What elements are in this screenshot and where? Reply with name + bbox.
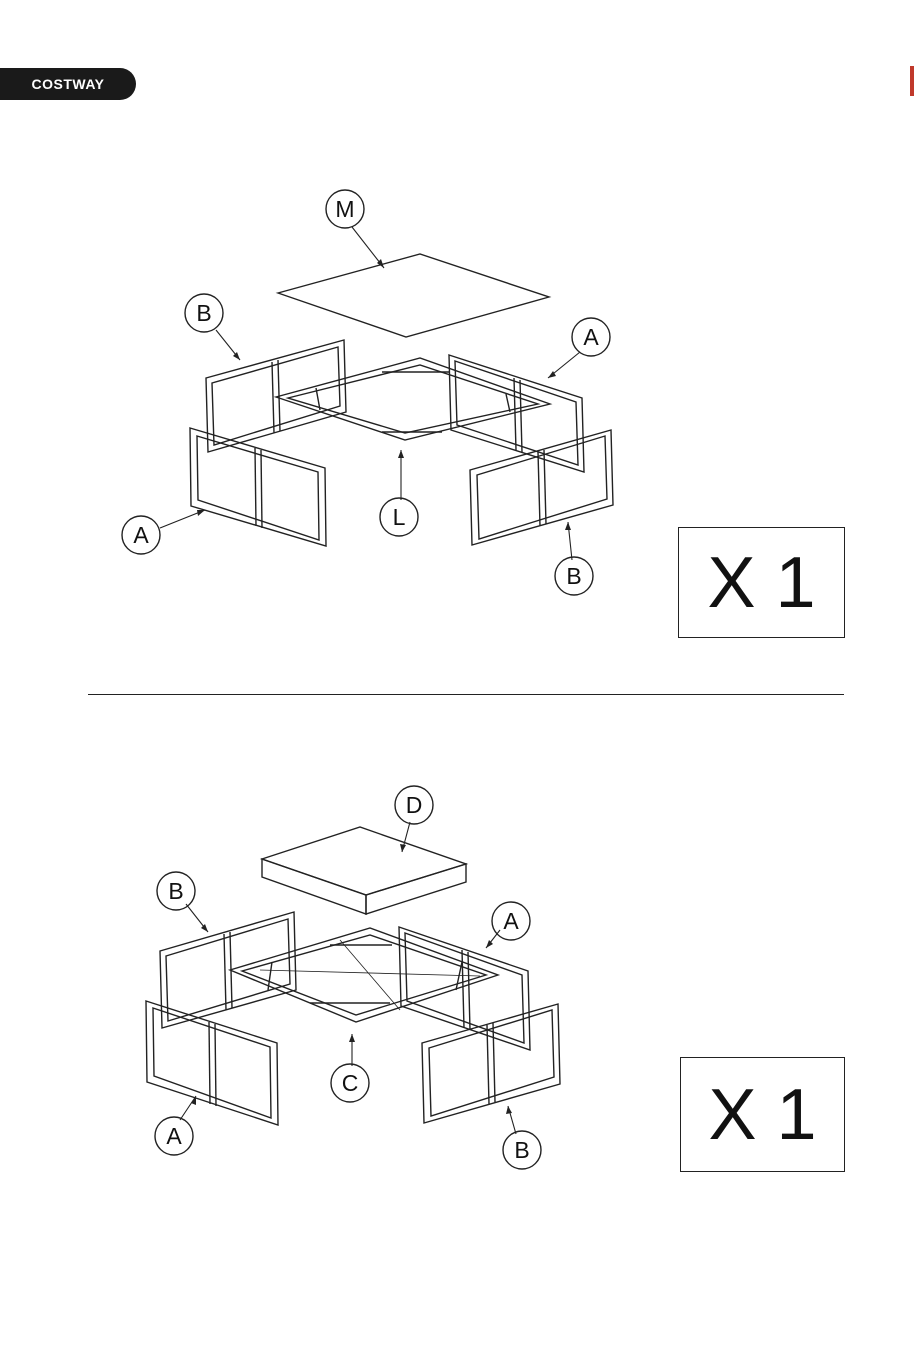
- svg-text:A: A: [133, 522, 149, 548]
- svg-text:A: A: [583, 324, 599, 350]
- panel-B-front-right: [470, 430, 613, 545]
- panel-A-back-right: [449, 355, 584, 472]
- callout-A-right: A: [572, 318, 610, 356]
- callout-A-left: A: [122, 516, 160, 554]
- callout-B-top: B: [185, 294, 223, 332]
- panel-B-front-right: [422, 1004, 560, 1123]
- svg-text:D: D: [406, 792, 423, 818]
- quantity-box-step2: X 1: [680, 1057, 845, 1172]
- panel-A-front-left: [190, 428, 326, 546]
- svg-text:B: B: [168, 878, 183, 904]
- quantity-box-step1: X 1: [678, 527, 845, 638]
- base-frame-C: [230, 928, 498, 1022]
- callout-C: C: [331, 1064, 369, 1102]
- svg-text:A: A: [166, 1123, 182, 1149]
- callout-B-bottom: B: [555, 557, 593, 595]
- panel-B-back-left: [206, 340, 346, 452]
- callout-A-left: A: [155, 1117, 193, 1155]
- panel-B-back-left: [160, 912, 296, 1028]
- callout-B-bottom: B: [503, 1131, 541, 1169]
- callout-L: L: [380, 498, 418, 536]
- glass-top-M: [278, 254, 549, 337]
- svg-text:L: L: [393, 504, 406, 530]
- base-frame-L: [276, 358, 550, 440]
- panel-A-front-left: [146, 1001, 278, 1125]
- svg-text:A: A: [503, 908, 519, 934]
- svg-text:B: B: [196, 300, 211, 326]
- svg-text:B: B: [514, 1137, 529, 1163]
- cushion-D: [262, 827, 466, 914]
- callout-M: M: [326, 190, 364, 228]
- svg-text:M: M: [335, 196, 354, 222]
- callout-B-top: B: [157, 872, 195, 910]
- callout-D: D: [395, 786, 433, 824]
- svg-text:C: C: [342, 1070, 359, 1096]
- leader-lines-step1: [160, 227, 580, 560]
- callout-A-right: A: [492, 902, 530, 940]
- section-divider: [88, 694, 844, 695]
- svg-text:B: B: [566, 563, 581, 589]
